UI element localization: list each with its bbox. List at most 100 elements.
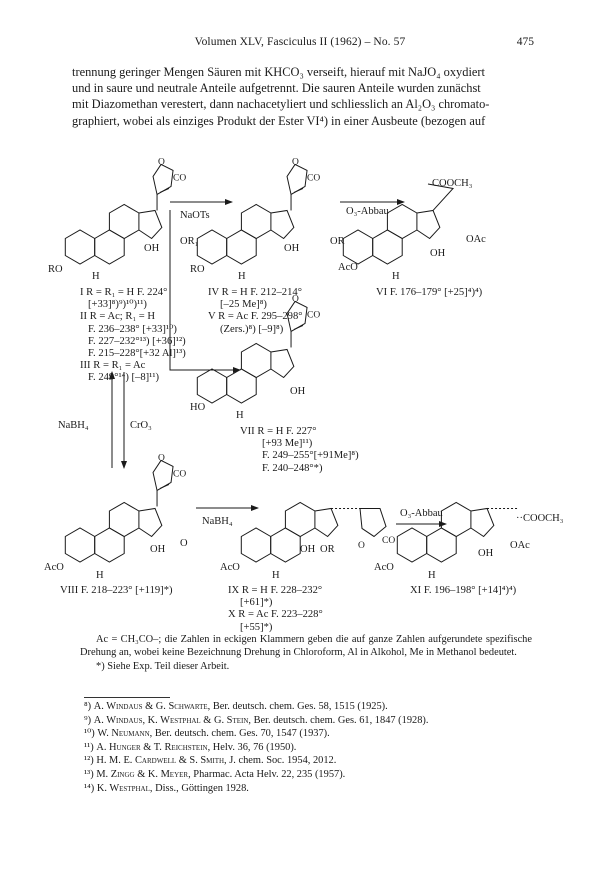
butenolide-I-co-label: CO [173,173,186,183]
oh-label-IV: OH [284,243,300,254]
oac-label-XI: OAc [510,540,530,551]
steroid-VI-ring-a [342,229,374,265]
oh-label-I: OH [144,243,160,254]
butenolide-I-ring [152,163,174,196]
steroid-VI-ring-b [372,229,403,265]
steroid-VII-ring-c [240,342,272,379]
butenolide-VIII-double [159,483,170,489]
butenolide-I-double [159,187,170,193]
h-label-IX: H [272,570,280,581]
steroid-I-ring-c [108,203,140,240]
steroid-I-ring-d [138,209,163,240]
h-label-VII: H [236,410,244,421]
butenolide-VIII-co-label: CO [173,469,186,479]
h-label-VIII: H [96,570,104,581]
cooch3-label-VI: COOCH₃ [432,178,473,189]
aco-label-XI: AcO [374,562,394,573]
steroid-IV-ring-d [270,209,295,240]
steroid-VI-ring-c [386,203,418,240]
steroid-IV-ring-b [226,229,257,265]
or1-label-I: OR₁ [180,236,198,247]
references: ⁸) A. Windaus & G. Schwarte, Ber. deutsc… [84,700,534,795]
co-label-IX: CO [382,536,395,546]
reference-item: ¹⁴) K. Westphal, Diss., Göttingen 1928. [84,782,249,794]
steroid-XI-ring-c [440,501,472,538]
steroid-I-ring-b [94,229,125,265]
steroid-VIII-ring-b [94,527,125,563]
butenolide-VII-ring [286,300,308,333]
reference-item: ⁸) A. Windaus & G. Schwarte, Ber. deutsc… [84,701,388,712]
h-label-XI: H [428,570,436,581]
caption-text: Ac = CH₃CO–; die Zahlen in eckigen Klamm… [80,634,532,659]
o-label-IX: O [358,541,365,551]
cooch3-label-XI: ··COOCH₃ [516,513,564,524]
butenolide-IX-ring [359,507,387,538]
butenolide-VIII-ring [152,459,174,492]
butenolide-IV-o-label: O [292,157,299,167]
page-number: 475 [516,36,534,48]
steroid-XI-ring-d [470,507,495,538]
butenolide-IV-ring [286,163,308,196]
body-line: mit Diazomethan verestert, dann nachacet… [72,97,490,112]
steroid-VIII-ring-c [108,501,140,538]
steroid-IX-ring-d [314,507,339,538]
aco-label-IX: AcO [220,562,240,573]
running-header: Volumen XLV, Fasciculus II (1962) – No. … [0,36,600,52]
h-label-IV: H [238,271,246,282]
footnote-star: *) Siehe Exp. Teil dieser Arbeit. [96,661,230,673]
oh-label-VII: OH [290,386,306,397]
butenolide-VII-co-label: CO [307,310,320,320]
oh-label-XI: OH [478,548,494,559]
butenolide-I-o-label: O [158,157,165,167]
reagent-cro3: CrO₃ [130,420,152,431]
body-line: und in saure und neutrale Anteile aufget… [72,81,481,96]
reference-item: ⁹) A. Windaus, K. Westphal & G. Stein, B… [84,714,429,726]
steroid-IV-ring-c [240,203,272,240]
butenolide-IV-double [293,187,304,193]
body-paragraph: trennung geringer Mengen Säuren mit KHCO… [72,64,532,129]
steroid-I-ring-a [64,229,96,265]
steroid-IX-ring-c [284,501,316,538]
footnote-rule [84,697,170,698]
reagent-nabh4-mid: NaBH₄ [202,516,233,527]
compound-label-XI: XI F. 196–198° [+14]⁴)⁴) [410,585,517,596]
butenolide-VII-double [293,324,304,330]
steroid-VI-ring-d [416,209,441,240]
oac-label-VI: OAc [466,234,486,245]
ho-label-VII: HO [190,402,206,413]
steroid-VIII-ring-a [64,527,96,563]
steroid-IX-ring-a [240,527,272,563]
arrow-to-VII [169,210,241,373]
ro-label-I: RO [48,264,63,275]
h-label-VI: H [392,271,400,282]
butenolide-VII-o-label: O [292,294,299,304]
oh-label-VI: OH [430,248,446,259]
steroid-VII-ring-a [196,368,228,404]
reference-item: ¹²) H. M. E. Cardwell & S. Smith, J. che… [84,755,337,767]
body-line: graphiert, wobei als einziges Produkt de… [72,113,486,128]
steroid-XI-ring-a [396,527,428,563]
aco-label-VI: AcO [338,262,358,273]
compound-label-IX-X: IX R = H F. 228–232° [+61]*) X R = Ac F.… [228,585,323,633]
oh-label-IX: OH [300,544,316,555]
steroid-VII-ring-d [270,348,295,379]
side-chain-VI [427,183,455,211]
compound-label-VII: VII R = H F. 227° [+93 Me]¹¹) F. 249–255… [240,426,359,474]
scheme-caption: Ac = CH₃CO–; die Zahlen in eckigen Klamm… [80,633,532,674]
ro-label-IV: RO [190,264,205,275]
steroid-VII-ring-b [226,368,257,404]
h-label-I: H [92,271,100,282]
oh-label-VIII: OH [150,544,166,555]
steroid-IX-ring-b [270,527,301,563]
steroid-IV-ring-a [196,229,228,265]
ketone-o-label-VIII: O [180,538,188,549]
compound-label-I-III: I R = R₁ = H F. 224° [+33]⁸)⁹)¹⁰)¹¹) II … [80,287,186,384]
reagent-o3-abbau-2: O₃-Abbau [400,508,443,519]
reagent-o3-abbau-1: O₃-Abbau [346,206,389,217]
aco-label-VIII: AcO [44,562,64,573]
running-title: Volumen XLV, Fasciculus II (1962) – No. … [194,36,406,48]
reagent-nabh4-left: NaBH₄ [58,420,89,431]
body-line: trennung geringer Mengen Säuren mit KHCO… [72,65,485,79]
butenolide-VIII-o-label: O [158,453,165,463]
